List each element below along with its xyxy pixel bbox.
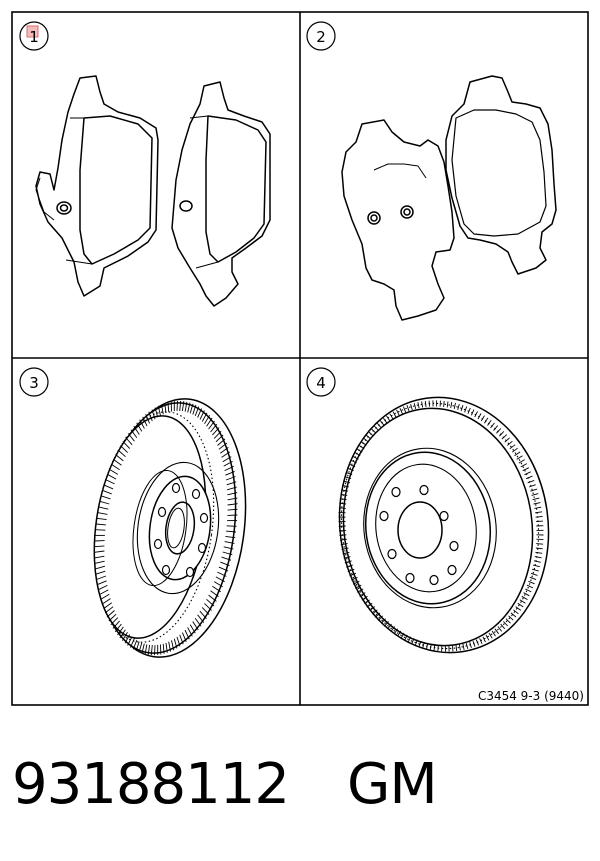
- panel-badge-1: 1: [19, 21, 49, 51]
- panel-number-1: 1: [29, 28, 39, 46]
- front-brake-pads-illustration: [35, 75, 271, 307]
- panel-number-4: 4: [316, 374, 326, 392]
- rear-brake-pads-illustration: [341, 75, 557, 321]
- rear-disc-vents: [338, 400, 544, 652]
- front-brake-disc-illustration: [93, 398, 247, 658]
- panel-number-2: 2: [316, 28, 326, 46]
- panel-badge-4: 4: [306, 367, 336, 397]
- front-disc-vents: [94, 400, 238, 656]
- panel-number-3: 3: [29, 374, 39, 392]
- panel-badge-3: 3: [19, 367, 49, 397]
- panel-badge-2: 2: [306, 21, 336, 51]
- part-number-line: 93188112 GM: [12, 752, 438, 817]
- panel-grid: [11, 11, 589, 706]
- rear-brake-disc-illustration: [338, 396, 550, 654]
- figure-code: C3454 9-3 (9440): [478, 689, 584, 703]
- part-number: 93188112: [12, 752, 290, 817]
- brake-parts-diagram: 1 2 3 4: [11, 11, 589, 706]
- brand-name: GM: [347, 752, 438, 817]
